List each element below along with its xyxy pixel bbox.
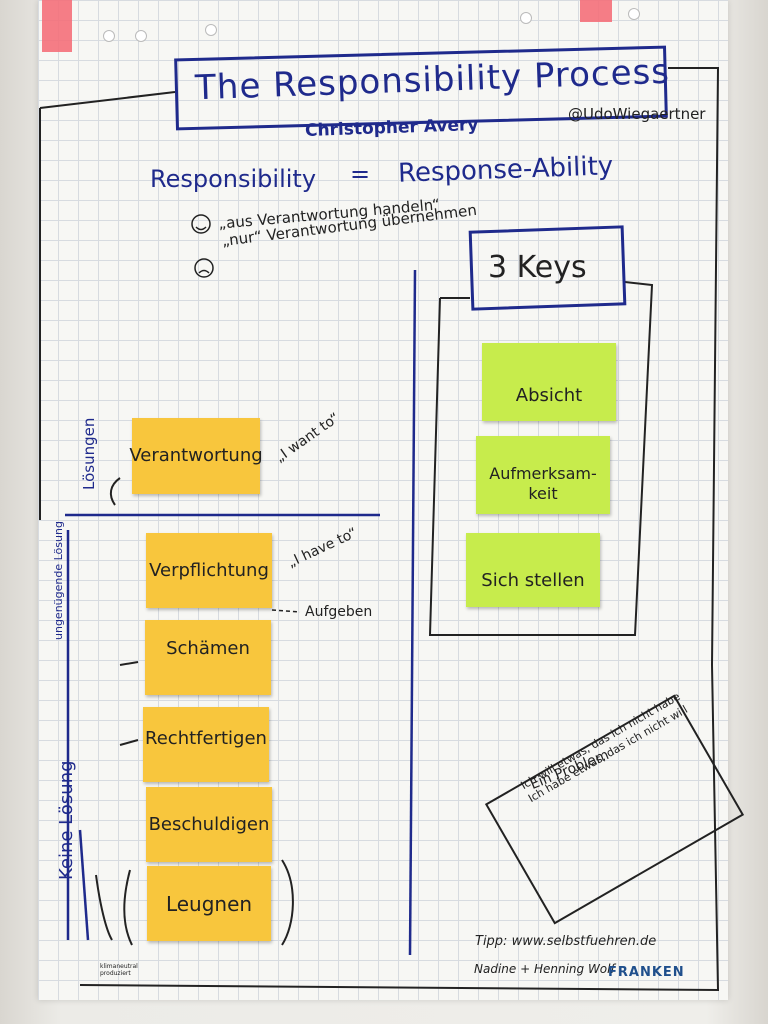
ladder-label: Verpflichtung <box>149 559 269 581</box>
tip-text: Tipp: www.selbstfuehren.de <box>475 934 657 949</box>
key-label: Absicht <box>515 385 583 406</box>
ladder-note-schaemen: Schämen <box>145 620 271 695</box>
ladder-note-rechtfertigen: Rechtfertigen <box>143 707 269 782</box>
aufgeben-label: Aufgeben <box>305 604 373 620</box>
punch-hole <box>205 24 217 36</box>
punch-hole <box>135 30 147 42</box>
ladder-note-beschuldigen: Beschuldigen <box>146 787 272 862</box>
ladder-label: Schämen <box>166 637 250 659</box>
key-note-absicht: Absicht <box>482 343 616 421</box>
label-loesungen: Lösungen <box>80 417 98 490</box>
keys-title: 3 Keys <box>488 250 587 285</box>
label-ungenuegend: ungenügende Lösung <box>52 521 65 640</box>
brand-logo: FRANKEN <box>608 965 685 980</box>
tape-left <box>42 0 72 52</box>
key-note-sich-stellen: Sich stellen <box>466 533 600 607</box>
equation-equals: = <box>350 160 371 188</box>
credits-text: Nadine + Henning Wolf <box>474 962 615 976</box>
tape-right <box>580 0 612 22</box>
ladder-note-verpflichtung: Verpflichtung <box>146 533 272 608</box>
ladder-label: Verantwortung <box>129 445 263 466</box>
brand-small: klimaneutral produziert <box>100 963 138 977</box>
flipchart-paper <box>38 0 728 1000</box>
ladder-label: Beschuldigen <box>148 813 270 835</box>
punch-hole <box>103 30 115 42</box>
ladder-note-verantwortung: Verantwortung <box>129 418 263 494</box>
equation-left: Responsibility <box>150 165 317 193</box>
punch-hole <box>520 12 532 24</box>
key-label: Sich stellen <box>481 570 585 591</box>
ladder-label: Rechtfertigen <box>145 727 267 749</box>
handle: @UdoWiegaertner <box>568 105 706 123</box>
punch-hole <box>628 8 640 20</box>
ladder-note-leugnen: Leugnen <box>147 866 271 941</box>
label-keine-loesung: Keine Lösung <box>56 760 77 880</box>
key-note-aufmerksamkeit: Aufmerksam- keit <box>476 436 610 514</box>
ladder-label: Leugnen <box>165 891 253 916</box>
key-label: Aufmerksam- keit <box>489 464 597 503</box>
